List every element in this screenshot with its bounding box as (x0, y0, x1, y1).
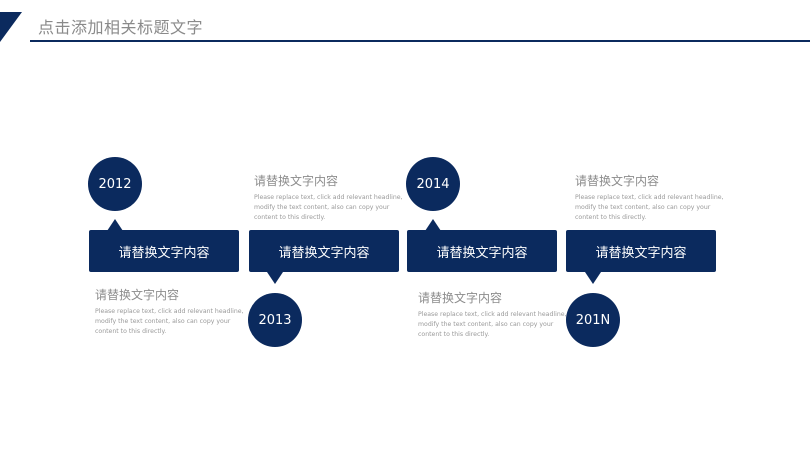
text-body-2: Please replace text, click add relevant … (254, 194, 403, 221)
text-heading-3: 请替换文字内容 (418, 291, 503, 305)
text-body-3: Please replace text, click add relevant … (418, 311, 567, 338)
pointer-up-1 (107, 219, 123, 231)
pointer-down-4 (585, 272, 601, 284)
text-block-1: 请替换文字内容 Please replace text, click add r… (95, 286, 245, 337)
timeline-box-1: 请替换文字内容 (89, 230, 239, 272)
pointer-up-3 (425, 219, 441, 231)
page-title: 点击添加相关标题文字 (38, 18, 204, 37)
text-block-4: 请替换文字内容 Please replace text, click add r… (575, 172, 725, 223)
text-block-2: 请替换文字内容 Please replace text, click add r… (254, 172, 404, 223)
text-body-4: Please replace text, click add relevant … (575, 194, 724, 221)
text-heading-1: 请替换文字内容 (95, 288, 180, 302)
text-block-3: 请替换文字内容 Please replace text, click add r… (418, 289, 568, 340)
text-heading-2: 请替换文字内容 (254, 174, 339, 188)
text-heading-4: 请替换文字内容 (575, 174, 660, 188)
pointer-down-2 (267, 272, 283, 284)
timeline-box-4: 请替换文字内容 (566, 230, 716, 272)
year-circle-1: 2012 (88, 157, 142, 211)
text-body-1: Please replace text, click add relevant … (95, 308, 244, 335)
year-circle-2: 2013 (248, 293, 302, 347)
year-circle-4: 201N (566, 293, 620, 347)
timeline-box-3: 请替换文字内容 (407, 230, 557, 272)
timeline-box-2: 请替换文字内容 (249, 230, 399, 272)
header-corner-shape (0, 12, 22, 42)
header-divider (30, 40, 810, 42)
year-circle-3: 2014 (406, 157, 460, 211)
